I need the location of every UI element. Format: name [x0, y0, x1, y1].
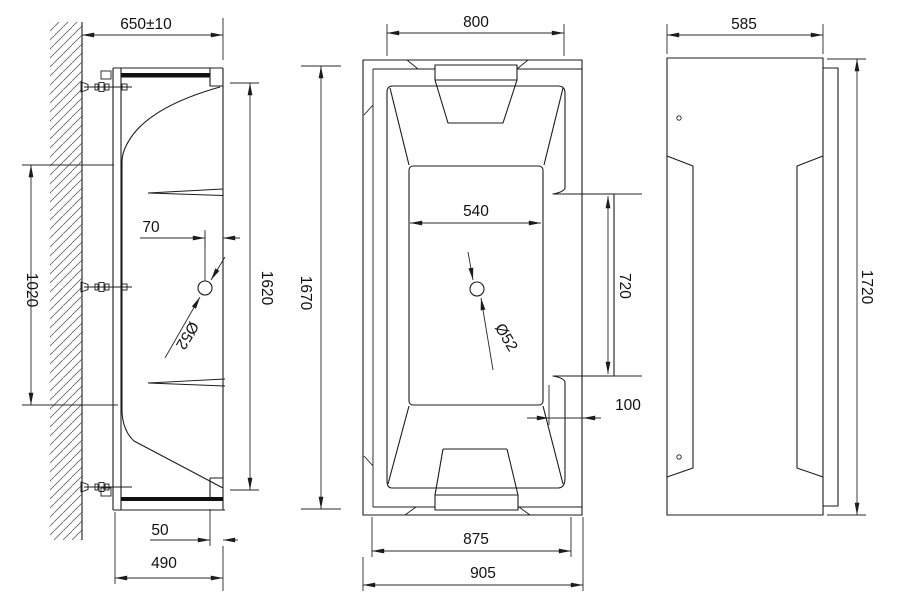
rim-outer-rect [362, 59, 583, 516]
drain-hole [469, 281, 485, 297]
drain-leader [210, 256, 226, 281]
plan-drain: Ø52 [467, 251, 521, 371]
dim-edge-offset: 100 [615, 397, 641, 414]
dim-floor-width: 540 [463, 203, 489, 220]
recess-channel-right [796, 155, 824, 478]
jet-wedge-lower [147, 378, 226, 387]
bolt-washer [104, 83, 110, 91]
end-view: 585 1720 [666, 16, 875, 516]
anchor-bolt-bottom [80, 481, 132, 497]
side-drain: Ø52 [164, 232, 226, 359]
headrest-body [434, 79, 518, 124]
bolt-nut [98, 82, 105, 92]
anchor-plug [80, 81, 89, 93]
dim-drain-diameter: Ø52 [491, 321, 521, 355]
dim-inner-height: 1620 [258, 271, 275, 306]
drain-leader [164, 296, 201, 359]
anchor-bolt-middle [80, 281, 132, 293]
wall-slope-tl [389, 87, 410, 166]
wall-slope-bl [387, 405, 410, 485]
headrest-pad [434, 494, 519, 511]
dim-end-height: 1720 [858, 270, 875, 305]
drain-leader [480, 297, 494, 371]
recess-channel-left [666, 155, 694, 478]
bolt-washer [94, 483, 99, 491]
jet-wedge-upper [147, 188, 224, 196]
plan-view: Ø52 800 1670 540 720 100 [297, 14, 642, 591]
fixing-hole-bottom [676, 454, 682, 460]
top-end-cap [209, 68, 223, 87]
headrest-top [434, 64, 518, 124]
fixing-hole-top [676, 115, 682, 121]
dim-end-width: 585 [731, 16, 757, 33]
headrest-body [434, 448, 519, 496]
drain-leader [467, 251, 474, 281]
bolt-washer [104, 483, 110, 491]
bolt-washer [104, 283, 110, 291]
side-view: Ø52 650±10 1020 1620 70 50 [22, 16, 275, 591]
rim-fold [404, 506, 417, 516]
bolt-nut-inner [121, 283, 128, 291]
rim-chamfer [363, 104, 374, 116]
bolt-nut-inner [121, 83, 128, 91]
wall-slope-tr [543, 87, 564, 166]
anchor-bolt-top [80, 70, 132, 93]
anchor-plug [80, 281, 89, 293]
dim-overall-width: 905 [470, 565, 496, 582]
bolt-nut [98, 282, 105, 292]
dim-mount-span: 1020 [23, 273, 40, 308]
rail-bracket [100, 487, 112, 497]
dim-length: 1670 [297, 276, 314, 311]
bolt-nut [98, 482, 105, 492]
dim-top-width: 800 [463, 14, 489, 31]
bottom-end-cap [209, 477, 223, 498]
side-dimensions: 650±10 1020 1620 70 50 490 [22, 16, 275, 591]
end-dimensions: 585 1720 [666, 16, 875, 516]
basin-opening-and-flap [386, 85, 615, 489]
dim-base-width: 875 [463, 531, 489, 548]
rim-fold [406, 59, 419, 70]
dim-drain-offset: 70 [142, 219, 160, 236]
dim-overall-depth: 650±10 [120, 16, 172, 33]
drain-hole [197, 280, 213, 296]
bottom-mounting-rail [121, 497, 223, 501]
dim-drain-diameter: Ø52 [172, 318, 202, 352]
bolt-washer [94, 283, 99, 291]
side-flange [823, 67, 839, 507]
headrest-bottom [434, 448, 519, 511]
top-mounting-rail [121, 73, 210, 78]
headrest-pad [434, 64, 518, 81]
wall-hatch [50, 22, 82, 540]
plan-dimensions: 800 1670 540 720 100 875 905 [297, 14, 642, 591]
rim-chamfer [363, 455, 374, 467]
bolt-washer [94, 83, 99, 91]
basin-floor-rect [408, 165, 544, 406]
panel-outline [666, 57, 824, 516]
anchor-plug [80, 481, 89, 493]
rim-fold [518, 506, 531, 516]
tub-interior-profile [121, 86, 224, 489]
dim-foot-inset: 50 [151, 522, 169, 539]
rim-fold [516, 59, 529, 70]
dim-panel-length: 720 [616, 273, 633, 299]
dim-base-depth: 490 [151, 555, 177, 572]
rail-bracket [100, 70, 112, 80]
